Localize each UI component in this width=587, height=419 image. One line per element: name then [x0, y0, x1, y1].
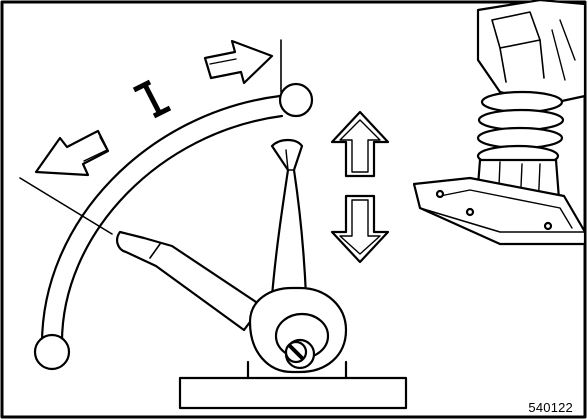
arrow-down-icon	[330, 194, 390, 264]
arc-end-knob-bottom	[33, 333, 71, 371]
arc-path-icon	[40, 94, 284, 350]
rammer-machine-icon	[412, 0, 587, 246]
throttle-lever-icon	[116, 138, 408, 410]
position-i-marker-icon	[132, 79, 172, 119]
arrow-right-icon	[203, 39, 274, 85]
reference-line-left	[19, 177, 113, 235]
arrow-left-icon	[34, 129, 110, 177]
figure-number: 540122	[528, 400, 573, 415]
arrow-up-icon	[330, 110, 390, 178]
arc-end-knob-top	[278, 82, 314, 118]
